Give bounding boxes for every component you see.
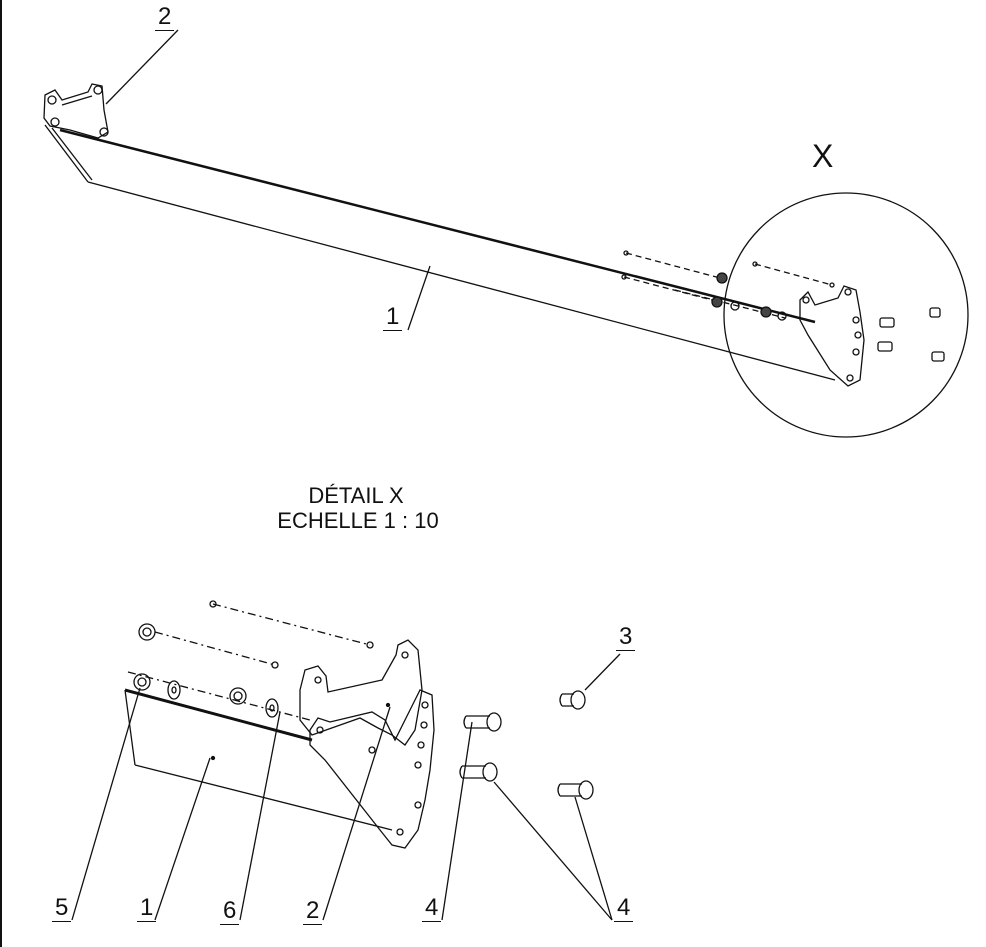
overview-beam (44, 124, 836, 381)
callout-nut: 5 (52, 895, 72, 922)
detail-fasteners (127, 600, 594, 800)
washer-icon (265, 698, 279, 718)
detail-bracket-back (299, 639, 423, 746)
bolt-icon (459, 762, 498, 782)
detail-scale: ECHELLE 1 : 10 (277, 508, 439, 533)
overview-fasteners (621, 250, 945, 362)
overview-left-bracket (43, 83, 109, 139)
callout-bracket: 2 (155, 4, 175, 31)
detail-title: DÉTAIL X (308, 483, 404, 508)
detail-beam (124, 688, 393, 831)
washer-icon (167, 680, 181, 700)
detail-marker: X (812, 138, 834, 174)
nut-icon (229, 687, 247, 705)
callout-bracket-detail: 2 (303, 898, 323, 925)
bolt-icon (559, 690, 586, 710)
callout-bolt-a: 4 (422, 895, 442, 922)
bolt-icon (463, 712, 502, 732)
leader-line (105, 29, 179, 105)
callout-bolt-b: 4 (614, 895, 634, 922)
overview-right-bracket (799, 285, 865, 387)
detail-circle (723, 192, 969, 438)
detail-leaders (71, 653, 621, 921)
callout-beam-detail: 1 (137, 895, 157, 922)
callout-bolt-small: 3 (616, 624, 636, 651)
leader-line (407, 265, 431, 331)
nut-icon (133, 673, 151, 691)
callout-beam: 1 (383, 304, 403, 331)
bolt-icon (557, 780, 594, 800)
callout-washer: 6 (220, 898, 240, 925)
detail-bracket-front (309, 689, 435, 849)
nut-icon (138, 623, 156, 641)
